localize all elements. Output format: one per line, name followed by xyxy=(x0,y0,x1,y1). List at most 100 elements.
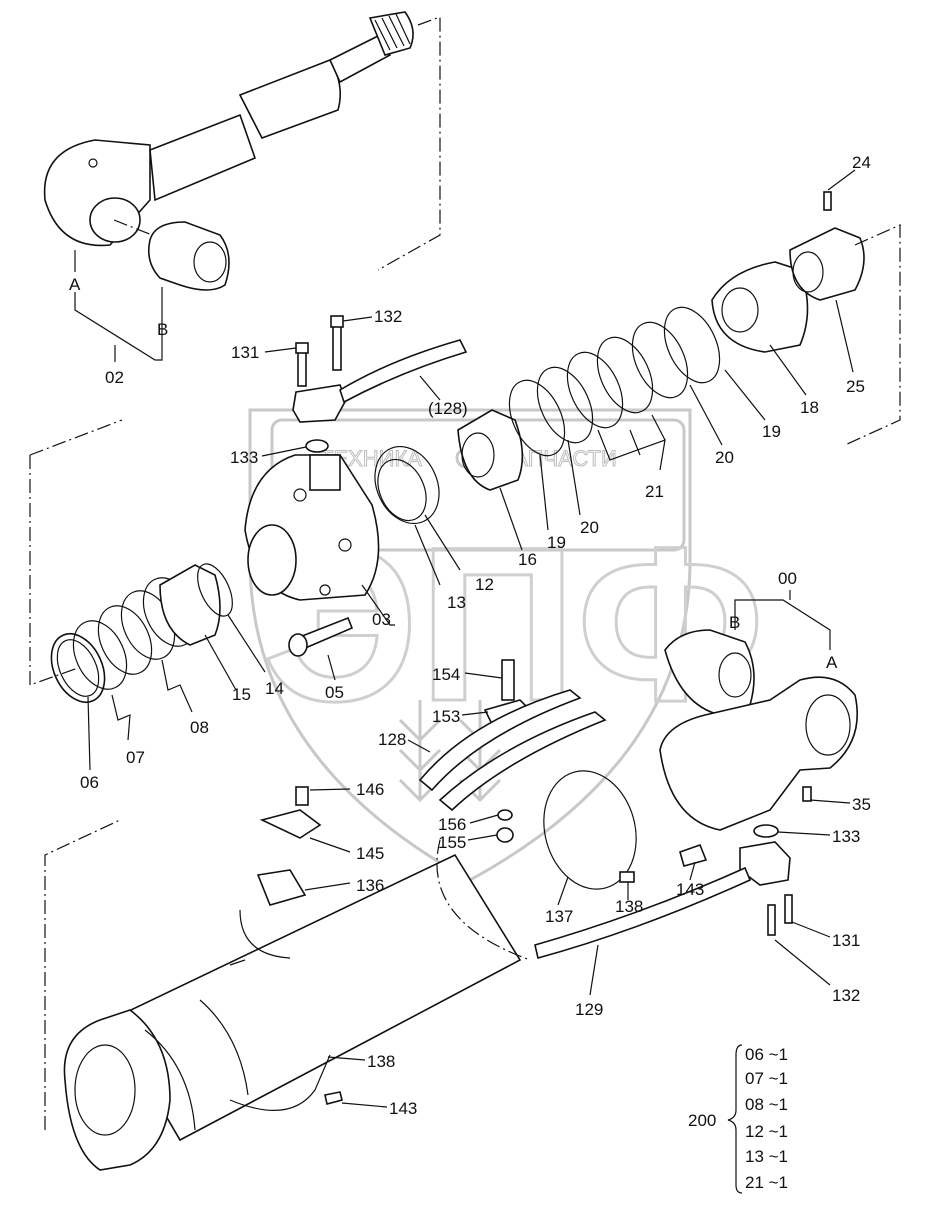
label-19-right: 19 xyxy=(762,422,781,441)
leader-21 xyxy=(597,414,666,471)
ring-19-right xyxy=(663,306,721,384)
ring-13 xyxy=(377,458,427,522)
gland-port-pad xyxy=(309,454,341,491)
label-143-bot: 143 xyxy=(389,1099,417,1118)
rings-12-13: 12 13 xyxy=(374,445,494,612)
bolt-131-bot xyxy=(784,894,793,924)
label-08: 08 xyxy=(190,718,209,737)
kit-label: 200 xyxy=(688,1111,716,1130)
port-block-top xyxy=(292,384,347,423)
label-24: 24 xyxy=(852,153,871,172)
ring-20-right xyxy=(631,321,689,399)
kit-item: 06 ~1 xyxy=(745,1045,788,1064)
label-128-paren: (128) xyxy=(428,399,468,418)
tube-body xyxy=(108,853,522,1142)
ring-14 xyxy=(197,563,233,617)
hose-128-b xyxy=(438,711,607,812)
label-131-top: 131 xyxy=(231,343,259,362)
label-02: 02 xyxy=(105,368,124,387)
ring-19-mid xyxy=(508,379,566,457)
ring-21a xyxy=(566,351,624,429)
label-131-bot: 131 xyxy=(832,931,860,950)
grease-fitting-35 xyxy=(802,786,812,802)
hose-clamps: 154 153 128 156 155 137 138 143 129 xyxy=(378,659,708,1019)
label-18: 18 xyxy=(800,398,819,417)
tube-129 xyxy=(534,866,752,959)
bolt-143-mid xyxy=(679,843,708,867)
rod-bushing xyxy=(147,221,230,291)
bolt-154 xyxy=(501,659,515,701)
label-156: 156 xyxy=(438,815,466,834)
label-00: 00 xyxy=(778,569,797,588)
label-132-bot: 132 xyxy=(832,986,860,1005)
kit-item: 12 ~1 xyxy=(745,1122,788,1141)
label-14: 14 xyxy=(265,679,284,698)
label-155: 155 xyxy=(438,833,466,852)
label-06: 06 xyxy=(80,773,99,792)
tube-eye-bore xyxy=(805,694,851,756)
label-13: 13 xyxy=(447,593,466,612)
piston-18 xyxy=(711,261,809,353)
label-35: 35 xyxy=(852,795,871,814)
rod-eye-grease-hole xyxy=(88,158,98,168)
ring-21b xyxy=(596,336,654,414)
label-15: 15 xyxy=(232,685,251,704)
bolt-132-bot xyxy=(767,904,776,936)
gland-thread-bore xyxy=(247,524,297,596)
kit-item: 08 ~1 xyxy=(745,1095,788,1114)
label-19-mid: 19 xyxy=(547,533,566,552)
bracket-136 xyxy=(256,869,307,906)
label-133-bot: 133 xyxy=(832,827,860,846)
oring-133-top xyxy=(305,439,329,453)
label-03: 03 xyxy=(372,610,391,629)
kit-brace xyxy=(727,1044,743,1194)
piston-assembly: 24 25 18 19 20 21 20 19 16 xyxy=(457,153,901,569)
clamp-138-bot xyxy=(229,1054,331,1111)
piston-rod-assembly: A B 02 xyxy=(43,11,441,387)
seal-06 xyxy=(50,633,106,703)
label-25: 25 xyxy=(846,377,865,396)
bolt-143-bot xyxy=(324,1091,343,1105)
nut-155 xyxy=(496,827,514,843)
label-tube-b: B xyxy=(729,613,740,632)
label-138-bot: 138 xyxy=(367,1052,395,1071)
leader-02 xyxy=(74,250,163,361)
tube-128-top xyxy=(339,339,468,404)
ring-12 xyxy=(374,445,440,525)
tube-eye-assembly: 00 B A 35 133 131 132 xyxy=(534,569,871,1005)
label-rod-b: B xyxy=(157,320,168,339)
leader-00 xyxy=(734,599,831,650)
label-132-top: 132 xyxy=(374,307,402,326)
piston-16 xyxy=(457,409,524,491)
top-port-block: 131 132 (128) 133 xyxy=(230,307,468,467)
tube-flange-face xyxy=(74,1044,136,1136)
label-12: 12 xyxy=(475,575,494,594)
label-20-mid: 20 xyxy=(580,518,599,537)
bushing-15 xyxy=(159,564,221,646)
clip-138-mid xyxy=(619,871,635,883)
washer-156 xyxy=(497,809,513,821)
rod-shaft-1 xyxy=(149,113,257,202)
rod-shaft-2 xyxy=(238,59,341,139)
label-138-mid: 138 xyxy=(615,897,643,916)
seal-kit-legend: 200 06 ~1 07 ~1 08 ~1 12 ~1 13 ~1 21 ~1 xyxy=(688,1044,788,1194)
label-136: 136 xyxy=(356,876,384,895)
rod-bushing-bore xyxy=(193,241,227,283)
label-07: 07 xyxy=(126,748,145,767)
seal-07 xyxy=(97,605,153,675)
rod-thread-lines xyxy=(374,13,411,51)
label-129: 129 xyxy=(575,1000,603,1019)
label-20-right: 20 xyxy=(715,448,734,467)
tube-eye xyxy=(659,676,858,831)
label-tube-a: A xyxy=(826,653,838,672)
gland-assembly: 03 05 xyxy=(244,454,395,702)
label-128: 128 xyxy=(378,730,406,749)
rod-thread xyxy=(368,11,414,56)
label-16: 16 xyxy=(518,550,537,569)
kit-item: 07 ~1 xyxy=(745,1069,788,1088)
label-133-top: 133 xyxy=(230,448,258,467)
setscrew-24 xyxy=(823,191,832,211)
hose-128-a xyxy=(418,689,582,792)
label-137: 137 xyxy=(545,907,573,926)
